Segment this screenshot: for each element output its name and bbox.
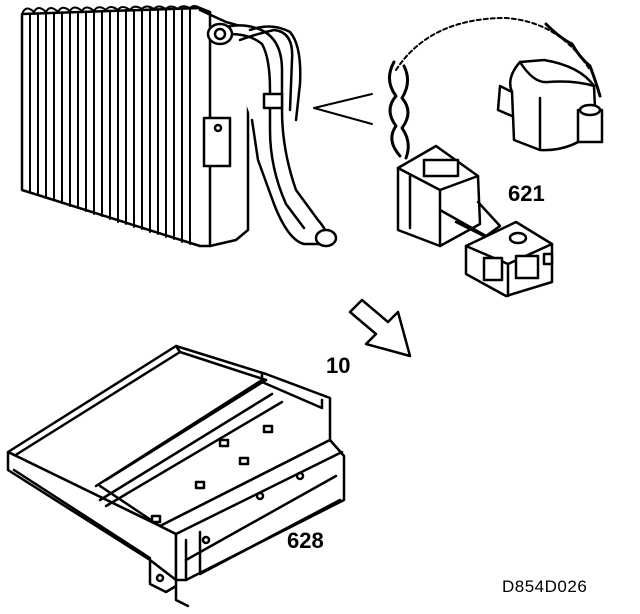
figure-reference-code: D854D026 — [502, 577, 588, 596]
callout-label-10: 10 — [326, 353, 351, 378]
callout-label-621: 621 — [508, 181, 545, 206]
hollow-arrow-icon — [348, 298, 412, 358]
evaporator-core-icon — [20, 5, 338, 248]
temperature-sensor-icon — [388, 17, 604, 298]
pointer-lines — [313, 93, 373, 125]
control-module-icon — [6, 344, 346, 608]
callout-label-628: 628 — [287, 528, 324, 553]
